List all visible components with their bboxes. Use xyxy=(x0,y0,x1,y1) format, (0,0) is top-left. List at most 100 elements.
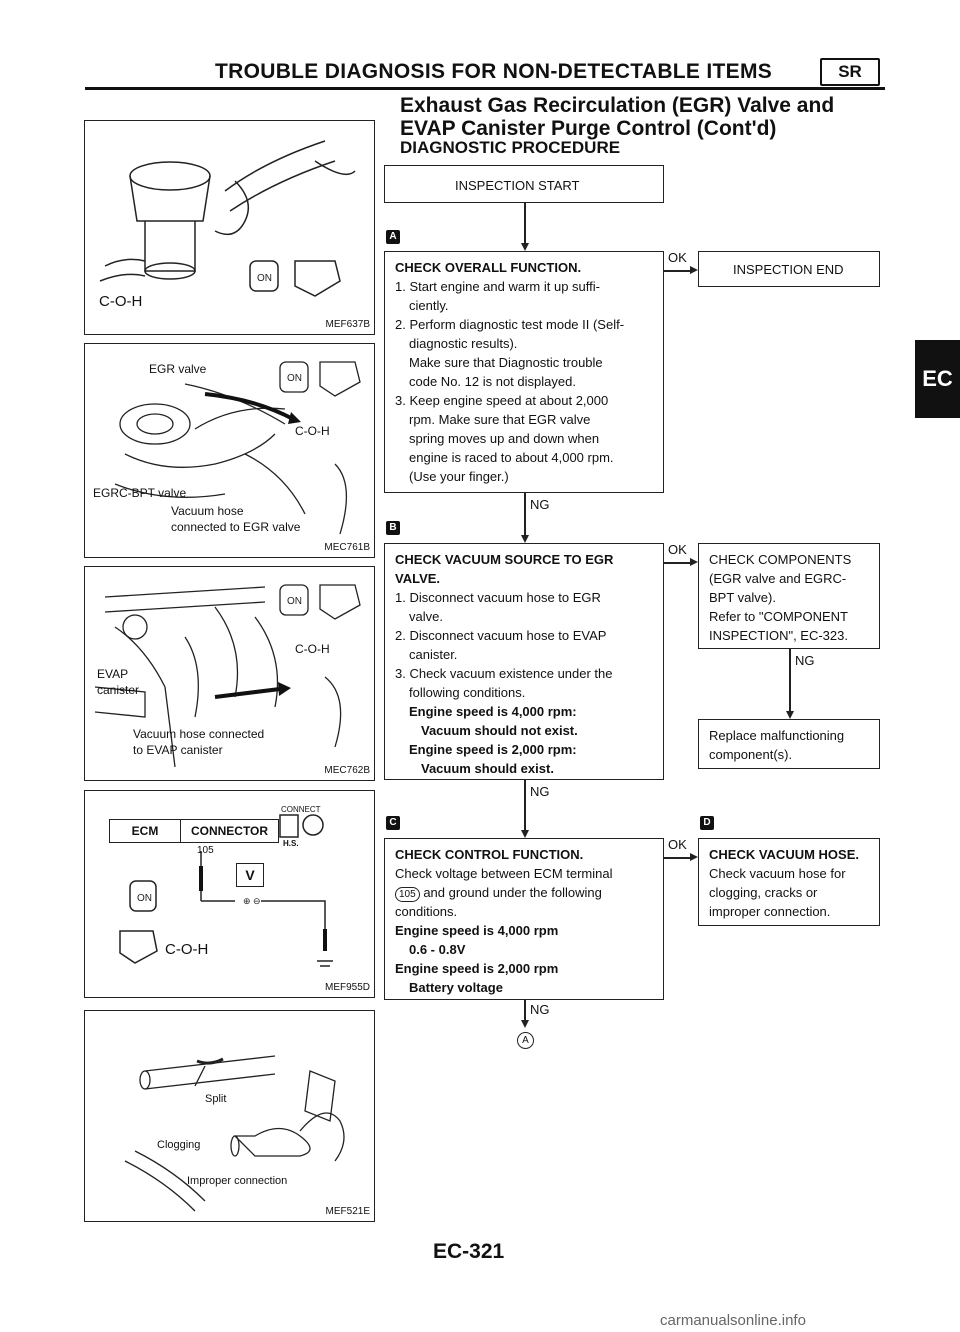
evap-hose-sketch: ON xyxy=(94,584,361,768)
step-b-title-2: VALVE. xyxy=(395,571,441,586)
step-a-line: 2. Perform diagnostic test mode II (Self… xyxy=(395,317,625,332)
hs-label: H.S. xyxy=(283,839,299,848)
terminal-a-reference: A xyxy=(517,1032,534,1049)
voltage-check-wiring: ON ⊕ ⊖ xyxy=(119,814,333,967)
section-title-line2: EVAP Canister Purge Control (Cont'd) xyxy=(400,117,777,140)
connector-b-c xyxy=(524,780,526,830)
step-a-line: spring moves up and down when xyxy=(409,431,600,446)
step-b-line-5: 3. Check vacuum existence under the xyxy=(395,666,613,681)
figure-a-code: MEF637B xyxy=(325,319,370,330)
figure-b1-egr-hose-drawing: ON EGR valve EGRC-BPT valve Vacuum hose … xyxy=(84,343,375,558)
step-c-check-control-function: CHECK CONTROL FUNCTION. Check voltage be… xyxy=(384,838,664,1000)
connector-c-end xyxy=(524,1000,526,1022)
step-b-title-1: CHECK VACUUM SOURCE TO EGR xyxy=(395,552,614,567)
ok-label-c: OK xyxy=(668,837,687,852)
step-b-line-1: 1. Disconnect vacuum hose to EGR xyxy=(395,590,601,605)
ecm-label: ECM xyxy=(110,820,181,842)
figure-c-voltage-check-drawing: ECM CONNECTOR 105 V ON ⊕ ⊖ CONNECT H.S. … xyxy=(84,790,375,998)
to-evap-canister-label: to EVAP canister xyxy=(133,743,223,757)
egr-valve-sketch: ON xyxy=(99,140,356,297)
step-b-cond-3: Engine speed is 2,000 rpm: xyxy=(409,742,577,757)
step-b-line-3: 2. Disconnect vacuum hose to EVAP xyxy=(395,628,607,643)
figure-a-egr-valve-drawing: ON C-O-H MEF637B xyxy=(84,120,375,335)
connector-a-b xyxy=(524,493,526,535)
connector-components-replace xyxy=(789,649,791,711)
egr-hose-sketch: ON xyxy=(114,361,361,535)
page-number: EC-321 xyxy=(433,1240,505,1263)
step-a-line: diagnostic results). xyxy=(409,336,518,351)
arrow-a-b xyxy=(521,535,529,543)
watermark: carmanualsonline.info xyxy=(660,1312,806,1329)
step-c-value-2: Battery voltage xyxy=(409,980,503,995)
step-c-line-2-text: and ground under the following xyxy=(423,885,602,900)
step-c-value-1: 0.6 - 0.8V xyxy=(409,942,466,957)
step-a-badge: A xyxy=(386,230,400,244)
step-a-title: CHECK OVERALL FUNCTION. xyxy=(395,260,582,275)
ok-label-a: OK xyxy=(668,250,687,265)
svg-text:ON: ON xyxy=(137,893,152,904)
components-line: (EGR valve and EGRC- xyxy=(709,571,847,586)
vacuum-hose-connected-label: Vacuum hose connected xyxy=(133,727,265,741)
header-rule xyxy=(85,87,885,90)
step-b-line-2: valve. xyxy=(409,609,443,624)
pin-105-label: 105 xyxy=(197,845,214,856)
components-line: INSPECTION", EC-323. xyxy=(709,628,848,643)
canister-label: canister xyxy=(97,683,140,697)
connected-to-egr-label: connected to EGR valve xyxy=(171,520,301,534)
section-title-line1: Exhaust Gas Recirculation (EGR) Valve an… xyxy=(400,94,835,117)
figure-b2-ch-label: C-O-H xyxy=(295,642,330,656)
arrow-a-end xyxy=(690,266,698,274)
clogging-label: Clogging xyxy=(157,1139,201,1151)
side-tab-ec: EC xyxy=(915,340,960,418)
step-b-check-vacuum-source: CHECK VACUUM SOURCE TO EGR VALVE. 1. Dis… xyxy=(384,543,664,780)
inspection-start-box: INSPECTION START xyxy=(384,165,664,203)
step-c-title: CHECK CONTROL FUNCTION. xyxy=(395,847,584,862)
inspection-end-box: INSPECTION END xyxy=(698,251,880,287)
figure-d-vacuum-hose-drawing: Split Clogging Improper connection MEF52… xyxy=(84,1010,375,1222)
connector-a-end xyxy=(664,270,690,272)
step-a-line: 3. Keep engine speed at about 2,000 xyxy=(395,393,609,408)
step-d-badge: D xyxy=(700,816,714,830)
step-b-line-6: following conditions. xyxy=(409,685,526,700)
step-b-badge: B xyxy=(386,521,400,535)
egrc-bpt-valve-label: EGRC-BPT valve xyxy=(93,486,187,500)
figure-b2-code: MEC762B xyxy=(324,765,370,776)
step-a-line: engine is raced to about 4,000 rpm. xyxy=(409,450,614,465)
svg-text:⊕ ⊖: ⊕ ⊖ xyxy=(243,896,261,906)
ok-label-b: OK xyxy=(668,542,687,557)
step-b-line-4: canister. xyxy=(409,647,458,662)
figure-c-code: MEF955D xyxy=(324,982,370,993)
improper-connection-label: Improper connection xyxy=(187,1175,288,1187)
step-c-badge: C xyxy=(386,816,400,830)
ng-label-b: NG xyxy=(530,784,550,799)
figure-b2-evap-hose-drawing: ON EVAP canister Vacuum hose connected t… xyxy=(84,566,375,781)
step-d-line: Check vacuum hose for xyxy=(709,866,846,881)
step-a-line: ciently. xyxy=(409,298,449,313)
step-c-cond-2: Engine speed is 2,000 rpm xyxy=(395,961,559,976)
section-badge: SR xyxy=(820,58,880,86)
step-b-cond-2: Vacuum should not exist. xyxy=(421,723,578,738)
step-a-line: code No. 12 is not displayed. xyxy=(409,374,576,389)
arrow-c-d xyxy=(690,853,698,861)
step-a-line: rpm. Make sure that EGR valve xyxy=(409,412,591,427)
step-b-cond-4: Vacuum should exist. xyxy=(421,761,554,776)
figure-d-code: MEF521E xyxy=(325,1206,370,1217)
page-header-title: TROUBLE DIAGNOSIS FOR NON-DETECTABLE ITE… xyxy=(215,60,773,83)
replace-components-box: Replace malfunctioning component(s). xyxy=(698,719,880,769)
step-c-cond-1: Engine speed is 4,000 rpm xyxy=(395,923,559,938)
figure-b1-code: MEC761B xyxy=(324,542,370,553)
step-a-line: (Use your finger.) xyxy=(409,469,509,484)
arrow-start-a xyxy=(521,243,529,251)
subsection-title: DIAGNOSTIC PROCEDURE xyxy=(400,138,621,157)
figure-b1-ch-label: C-O-H xyxy=(295,424,330,438)
svg-text:ON: ON xyxy=(287,596,302,607)
components-line: CHECK COMPONENTS xyxy=(709,552,852,567)
connector-b-components xyxy=(664,562,690,564)
egr-valve-label: EGR valve xyxy=(149,362,207,376)
step-d-title: CHECK VACUUM HOSE. xyxy=(709,847,859,862)
check-components-box: CHECK COMPONENTS (EGR valve and EGRC- BP… xyxy=(698,543,880,649)
arrow-b-c xyxy=(521,830,529,838)
vacuum-hose-problems-sketch xyxy=(124,1055,345,1212)
voltmeter-icon: V xyxy=(236,863,264,887)
arrow-c-end xyxy=(521,1020,529,1028)
